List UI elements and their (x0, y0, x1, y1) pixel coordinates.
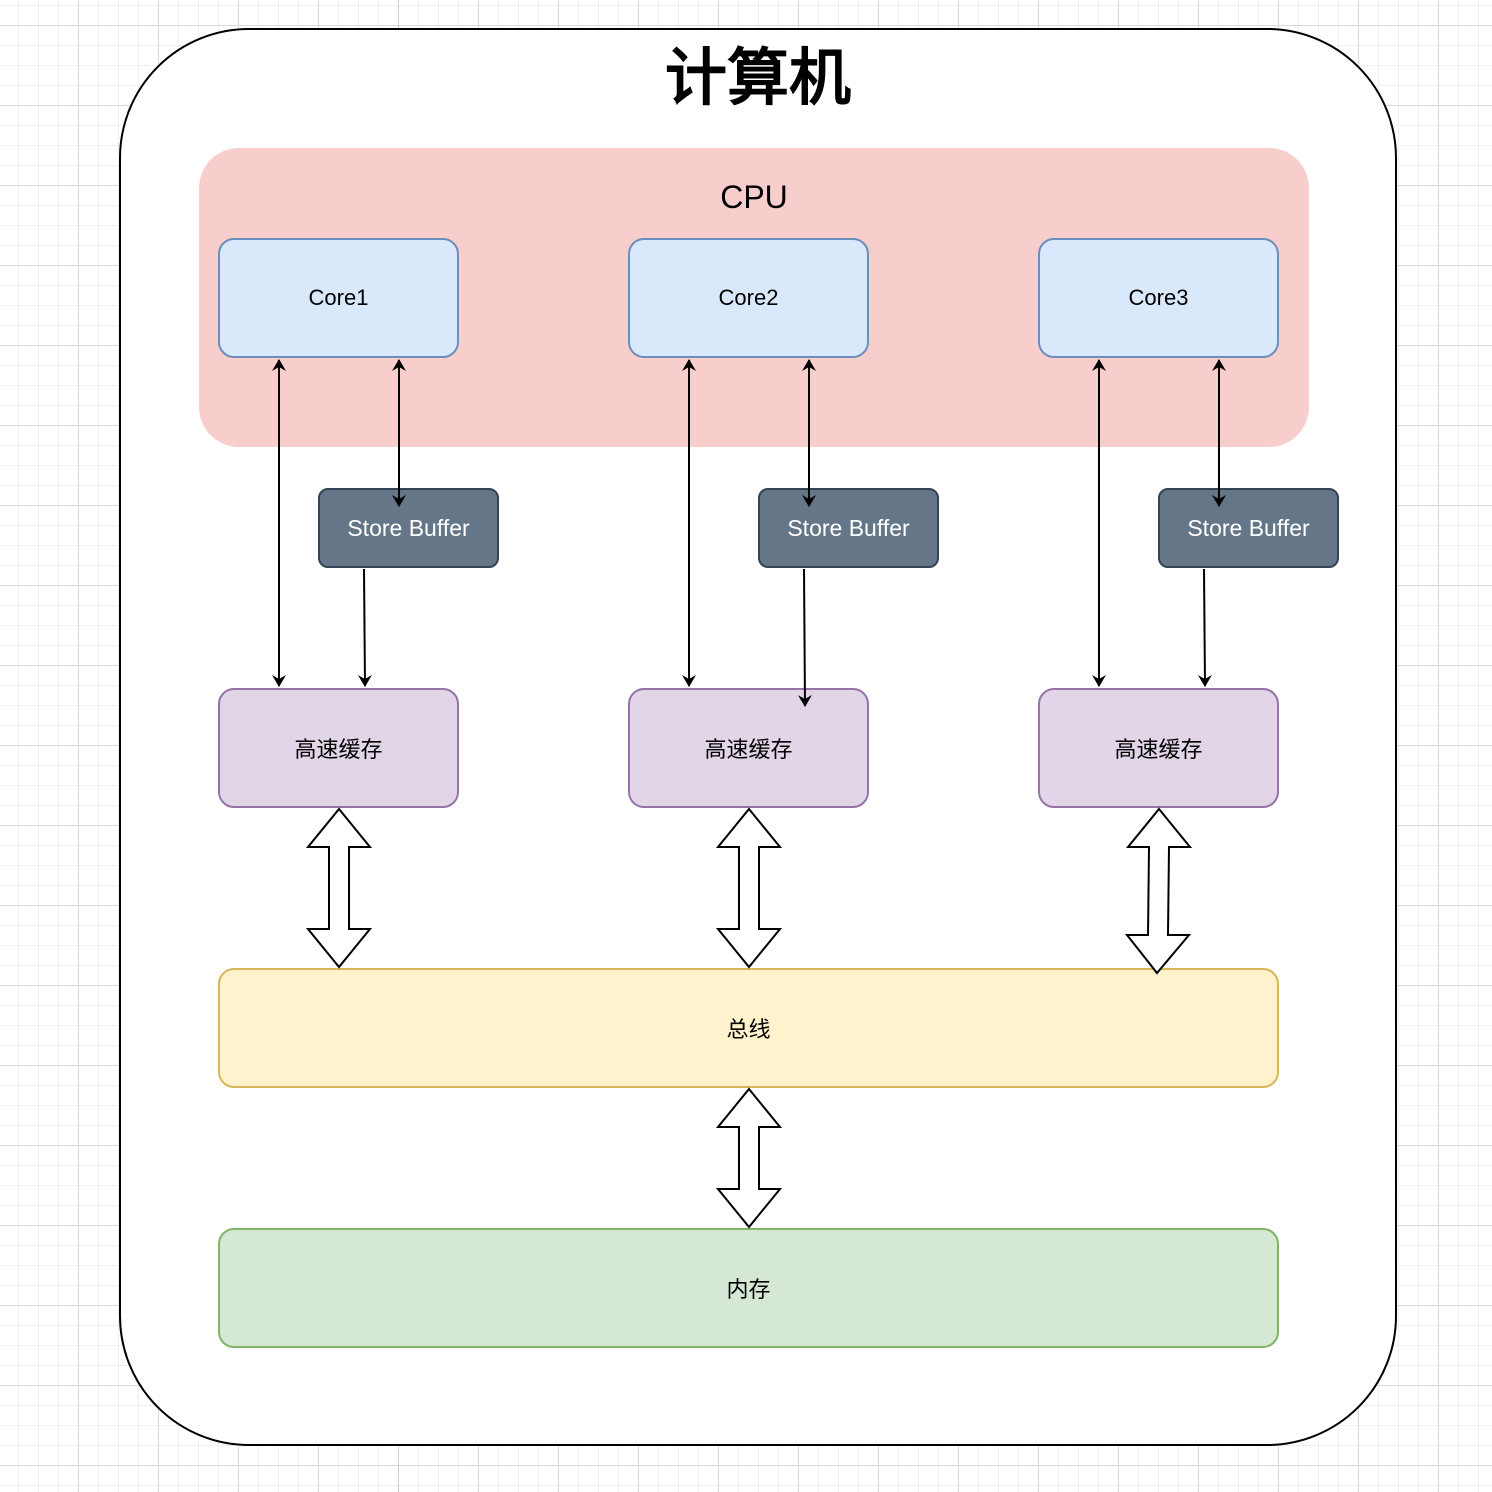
bus[interactable]: 总线 (218, 968, 1279, 1088)
cache-3[interactable]: 高速缓存 (1038, 688, 1279, 808)
store-buffer-1-label: Store Buffer (347, 514, 470, 541)
cache-2-label: 高速缓存 (704, 738, 793, 763)
computer-title: 计算机 (664, 41, 851, 114)
core-1[interactable]: Core1 (218, 238, 459, 358)
cpu-label: CPU (720, 179, 788, 215)
bus-label: 总线 (726, 1018, 771, 1043)
core-2[interactable]: Core2 (628, 238, 869, 358)
store-buffer-3[interactable]: Store Buffer (1158, 488, 1339, 568)
cache-1[interactable]: 高速缓存 (218, 688, 459, 808)
core-3-label: Core3 (1128, 285, 1189, 310)
memory[interactable]: 内存 (218, 1228, 1279, 1348)
memory-label: 内存 (726, 1278, 771, 1303)
core-3[interactable]: Core3 (1038, 238, 1279, 358)
core-1-label: Core1 (308, 285, 369, 310)
store-buffer-2-label: Store Buffer (787, 514, 910, 541)
cache-2[interactable]: 高速缓存 (628, 688, 869, 808)
store-buffer-1[interactable]: Store Buffer (318, 488, 499, 568)
cache-3-label: 高速缓存 (1114, 738, 1203, 763)
core-2-label: Core2 (718, 285, 779, 310)
cache-1-label: 高速缓存 (294, 738, 383, 763)
store-buffer-3-label: Store Buffer (1187, 514, 1310, 541)
store-buffer-2[interactable]: Store Buffer (758, 488, 939, 568)
